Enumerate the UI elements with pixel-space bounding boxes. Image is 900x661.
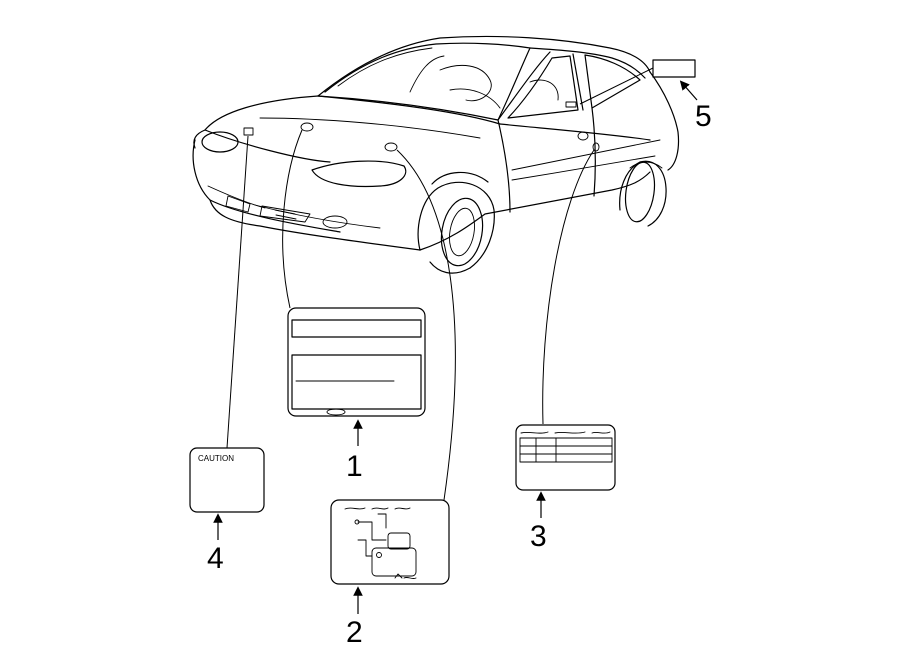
label-4-panel: CAUTION	[189, 447, 265, 513]
callout-1: 1	[346, 450, 363, 483]
callout-2: 2	[346, 616, 363, 649]
label-3-panel	[515, 424, 616, 491]
arrow-5	[679, 80, 698, 101]
callout-5: 5	[695, 100, 712, 133]
label-1-panel	[287, 307, 426, 417]
label-2-panel	[330, 499, 450, 585]
label-5-panel	[652, 59, 696, 78]
car-illustration	[192, 35, 680, 274]
caution-text: CAUTION	[198, 454, 234, 463]
leader-lines	[226, 67, 654, 501]
callout-4: 4	[207, 542, 224, 575]
callout-3: 3	[530, 520, 547, 553]
